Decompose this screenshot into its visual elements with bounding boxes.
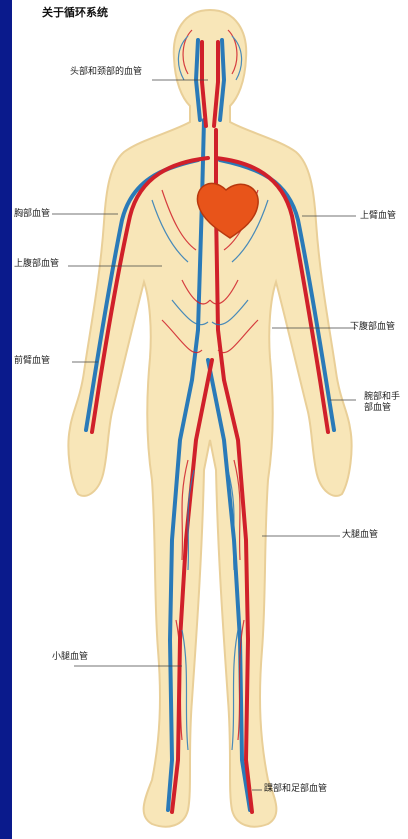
label-calf: 小腿血管	[52, 652, 88, 663]
label-upper-abdomen: 上腹部血管	[14, 259, 59, 270]
page-title: 关于循环系统	[42, 4, 108, 20]
label-chest: 胸部血管	[14, 209, 50, 220]
label-lower-abdomen: 下腹部血管	[350, 322, 395, 333]
diagram-frame: 关于循环系统 头部和颈部的血管 胸部血管 上臂血管 上腹部血管 下腹部血管 前臂…	[12, 0, 408, 839]
label-foot-ankle: 踝部和足部血管	[264, 784, 327, 795]
label-forearm: 前臂血管	[14, 356, 50, 367]
circulatory-diagram	[12, 0, 408, 839]
label-wrist-hand: 腕部和手部血管	[364, 392, 404, 414]
body-silhouette	[68, 10, 351, 827]
label-head-neck: 头部和颈部的血管	[70, 67, 142, 78]
label-upper-arm: 上臂血管	[360, 211, 396, 222]
label-thigh: 大腿血管	[342, 530, 378, 541]
